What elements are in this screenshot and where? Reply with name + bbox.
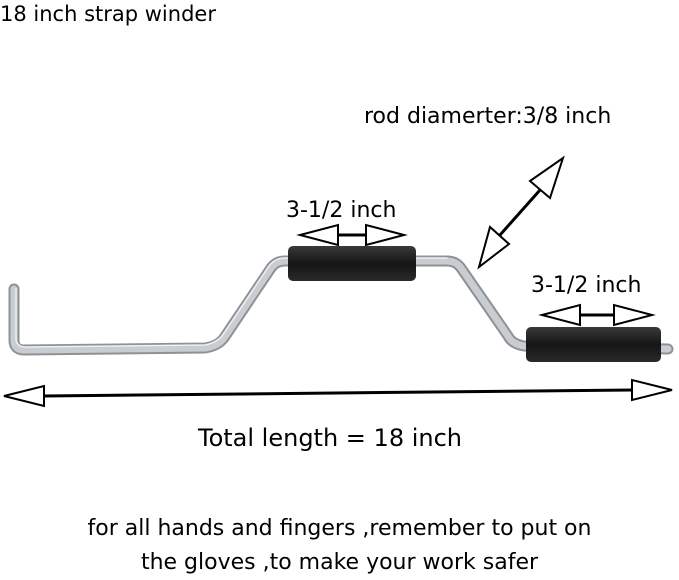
winder-rod [8, 255, 674, 356]
left-grip-dimension-arrow [296, 223, 408, 247]
total-length-label: Total length = 18 inch [198, 424, 462, 452]
rod-diameter-arrow [477, 155, 565, 270]
diagram-title: 18 inch strap winder [0, 2, 216, 26]
left-grip [288, 246, 416, 281]
safety-note: for all hands and fingers ,remember to p… [0, 512, 679, 580]
safety-note-line-2: the gloves ,to make your work safer [140, 550, 539, 575]
left-grip-length-label: 3-1/2 inch [286, 198, 397, 223]
safety-note-line-1: for all hands and fingers ,remember to p… [87, 516, 592, 541]
total-length-arrow [3, 378, 673, 408]
right-grip [526, 327, 661, 362]
right-grip-dimension-arrow [538, 303, 656, 327]
right-grip-length-label: 3-1/2 inch [531, 273, 642, 298]
rod-diameter-label: rod diamerter:3/8 inch [364, 104, 612, 129]
